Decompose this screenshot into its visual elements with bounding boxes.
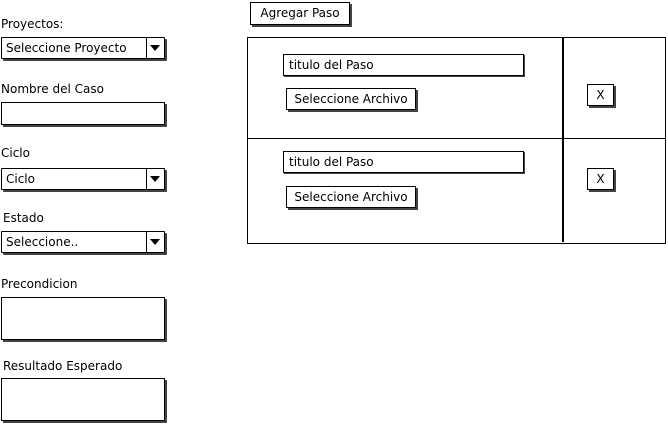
estado-select[interactable]: Seleccione.. <box>1 231 165 253</box>
chevron-down-icon <box>150 176 160 182</box>
agregar-paso-button[interactable]: Agregar Paso <box>250 2 350 25</box>
ciclo-label: Ciclo <box>1 146 30 160</box>
proyectos-select[interactable]: Seleccione Proyecto <box>1 37 165 59</box>
seleccione-archivo-button[interactable]: Seleccione Archivo <box>286 88 416 110</box>
estado-dropdown-button[interactable] <box>146 232 164 252</box>
step-column-divider <box>562 139 564 242</box>
nombre-caso-input[interactable] <box>1 102 165 125</box>
step-card: titulo del Paso Seleccione Archivo X <box>247 138 666 244</box>
resultado-esperado-label: Resultado Esperado <box>3 359 123 373</box>
precondicion-label: Precondicion <box>1 277 78 291</box>
chevron-down-icon <box>150 239 160 245</box>
seleccione-archivo-button[interactable]: Seleccione Archivo <box>286 186 416 208</box>
nombre-caso-label: Nombre del Caso <box>1 82 104 96</box>
estado-label: Estado <box>3 211 44 225</box>
remove-step-button[interactable]: X <box>587 84 614 106</box>
ciclo-select[interactable]: Ciclo <box>1 168 165 190</box>
remove-step-button[interactable]: X <box>587 168 614 190</box>
step-title-value: titulo del Paso <box>289 155 374 169</box>
resultado-esperado-textarea[interactable] <box>1 378 165 421</box>
proyectos-selected-value: Seleccione Proyecto <box>6 41 127 55</box>
ciclo-selected-value: Ciclo <box>6 172 35 186</box>
proyectos-label: Proyectos: <box>1 17 64 31</box>
step-title-input[interactable]: titulo del Paso <box>283 151 524 173</box>
step-title-input[interactable]: titulo del Paso <box>283 54 524 76</box>
precondicion-textarea[interactable] <box>1 297 165 340</box>
estado-selected-value: Seleccione.. <box>6 235 79 249</box>
proyectos-dropdown-button[interactable] <box>146 38 164 58</box>
chevron-down-icon <box>150 45 160 51</box>
ciclo-dropdown-button[interactable] <box>146 169 164 189</box>
step-title-value: titulo del Paso <box>289 58 374 72</box>
step-column-divider <box>562 38 564 138</box>
step-card: titulo del Paso Seleccione Archivo X <box>247 37 666 140</box>
